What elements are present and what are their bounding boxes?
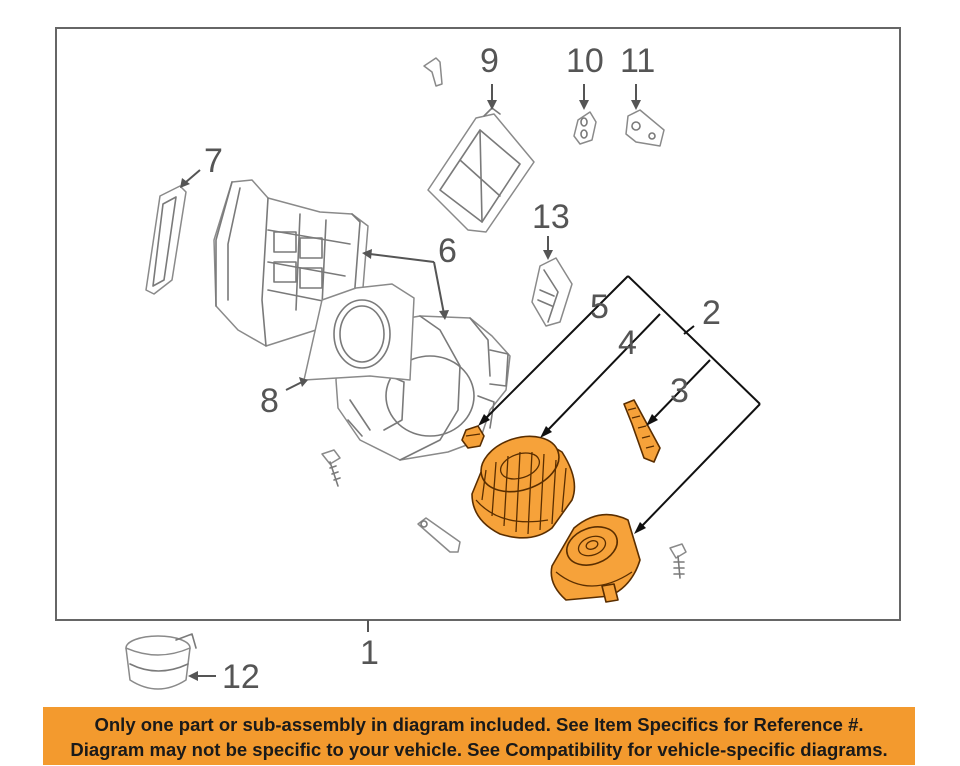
screw-left[interactable] [321,449,341,487]
callout-7: 7 [204,142,223,180]
disclaimer-banner: Only one part or sub-assembly in diagram… [43,707,915,765]
screw-right[interactable] [669,543,687,579]
disclaimer-line-2: Diagram may not be specific to your vehi… [70,739,888,760]
callout-labels: 1 2 3 4 5 6 7 8 9 10 11 12 13 [204,42,721,696]
callout-12: 12 [222,658,260,696]
part-12-duct-ring[interactable] [125,633,197,690]
callout-13: 13 [532,198,570,236]
part-11-bracket[interactable] [625,109,665,147]
diagram-frame [55,27,901,621]
callout-1: 1 [360,634,379,672]
lever-part[interactable] [417,517,461,553]
callout-11: 11 [620,42,655,80]
part-9-filter[interactable] [427,107,535,233]
callout-10: 10 [566,42,604,80]
callout-6: 6 [438,232,457,270]
part-13-resistor[interactable] [531,257,573,327]
callout-2: 2 [702,294,721,332]
part-2-blower-motor[interactable] [550,513,641,603]
callout-3: 3 [670,372,689,410]
assembly-leader-lines [478,275,761,534]
callout-4: 4 [618,324,637,362]
callout-8: 8 [260,382,279,420]
disclaimer-line-1: Only one part or sub-assembly in diagram… [94,714,864,735]
part-7-seal[interactable] [145,185,187,295]
bracket-clip[interactable] [423,57,443,87]
callout-9: 9 [480,42,499,80]
part-4-blower-fan[interactable] [471,427,576,539]
part-3-connector[interactable] [623,399,661,463]
callout-5: 5 [590,288,609,326]
part-8-gasket[interactable] [303,283,415,381]
part-10-clip[interactable] [573,111,597,145]
leader-lines [180,84,641,681]
